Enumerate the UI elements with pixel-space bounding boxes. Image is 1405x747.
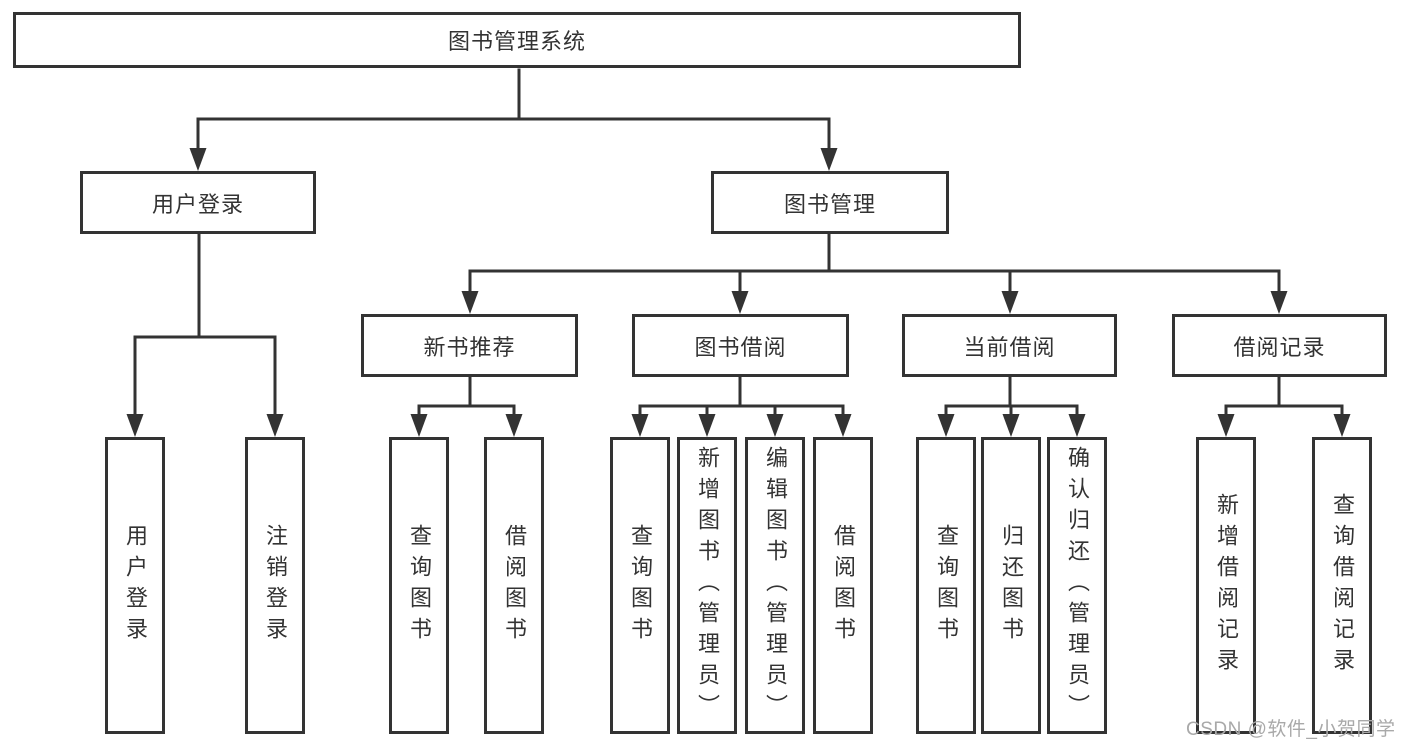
node-query-book-current: 查询图书: [916, 437, 976, 734]
csdn-watermark: CSDN @软件_小贺同学: [1186, 719, 1396, 740]
node-logout: 注销登录: [245, 437, 305, 734]
node-label: 用户登录: [123, 523, 148, 648]
node-query-book-recommend: 查询图书: [389, 437, 449, 734]
node-add-book-admin: 新增图书（管理员）: [677, 437, 737, 734]
node-label: 新增图书（管理员）: [695, 446, 720, 725]
node-new-book-recommend: 新书推荐: [361, 314, 578, 377]
node-label: 编辑图书（管理员）: [763, 446, 788, 725]
node-query-borrow-record: 查询借阅记录: [1312, 437, 1372, 734]
node-label: 查询图书: [407, 523, 432, 648]
node-label: 图书管理: [783, 191, 876, 217]
node-label: 查询图书: [628, 523, 653, 648]
node-book-management: 图书管理: [711, 171, 949, 234]
node-borrowing-records: 借阅记录: [1172, 314, 1387, 377]
node-borrow-book-recommend: 借阅图书: [484, 437, 544, 734]
node-add-borrow-record: 新增借阅记录: [1196, 437, 1256, 734]
node-library-system: 图书管理系统: [13, 12, 1021, 68]
node-label: 注销登录: [263, 523, 288, 648]
node-label: 确认归还（管理员）: [1065, 446, 1090, 725]
node-label: 查询图书: [934, 523, 959, 648]
node-label: 图书管理系统: [447, 29, 586, 54]
node-user-login-group: 用户登录: [80, 171, 316, 234]
node-query-book-borrowing: 查询图书: [610, 437, 670, 734]
node-label: 新增借阅记录: [1214, 492, 1239, 679]
node-edit-book-admin: 编辑图书（管理员）: [745, 437, 805, 734]
node-label: 用户登录: [151, 191, 244, 217]
node-label: 当前借阅: [963, 334, 1056, 360]
node-user-login: 用户登录: [105, 437, 165, 734]
node-return-book: 归还图书: [981, 437, 1041, 734]
node-label: 借阅图书: [831, 523, 856, 648]
node-current-borrowing: 当前借阅: [902, 314, 1117, 377]
node-book-borrowing: 图书借阅: [632, 314, 849, 377]
node-confirm-return-admin: 确认归还（管理员）: [1047, 437, 1107, 734]
node-label: 新书推荐: [423, 334, 516, 360]
node-label: 借阅图书: [502, 523, 527, 648]
node-label: 查询借阅记录: [1330, 492, 1355, 679]
node-label: 归还图书: [999, 523, 1024, 648]
node-label: 借阅记录: [1233, 334, 1326, 360]
node-label: 图书借阅: [694, 334, 787, 360]
node-borrow-book: 借阅图书: [813, 437, 873, 734]
